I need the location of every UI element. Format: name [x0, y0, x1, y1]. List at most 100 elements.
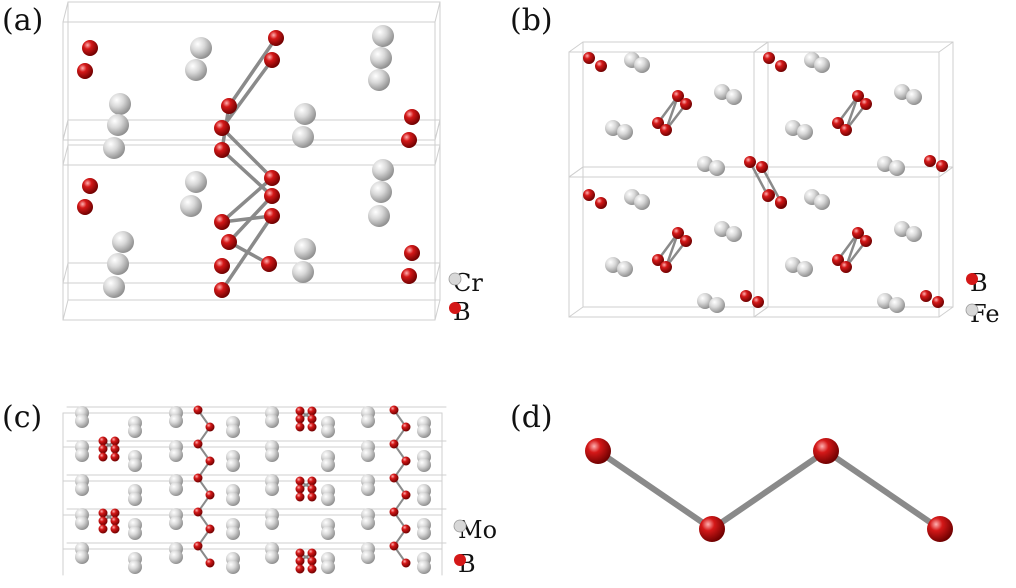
cr-atom-swatch: [448, 272, 462, 286]
boron-atom: [860, 98, 872, 110]
metal-atom: [417, 560, 431, 574]
metal-atom: [103, 137, 125, 159]
metal-atom: [361, 448, 375, 462]
boron-atom: [389, 473, 399, 483]
metal-atom: [797, 261, 813, 277]
metal-atom: [634, 57, 650, 73]
boron-atom: [927, 516, 953, 542]
boron-atom: [307, 492, 317, 502]
cell-edge: [62, 119, 69, 141]
boron-atom: [404, 245, 420, 261]
boron-atom: [389, 439, 399, 449]
metal-atom: [75, 414, 89, 428]
metal-atom: [294, 238, 316, 260]
metal-atom: [714, 221, 730, 237]
boron-atom: [744, 156, 756, 168]
metal-atom: [226, 560, 240, 574]
metal-atom: [180, 195, 202, 217]
legend-item-cr: Cr: [447, 271, 483, 295]
boron-atom: [680, 235, 692, 247]
metal-atom: [321, 458, 335, 472]
boron-atom: [295, 492, 305, 502]
metal-atom: [372, 25, 394, 47]
b-b-bond: [664, 94, 680, 132]
metal-atom: [75, 516, 89, 530]
cell-edge: [434, 144, 441, 166]
metal-atom: [617, 124, 633, 140]
cell-edge: [568, 41, 584, 53]
metal-atom: [894, 84, 910, 100]
b-b-bond: [220, 126, 274, 180]
boron-atom: [307, 476, 317, 486]
legend-item-fe: Fe: [964, 302, 1000, 326]
boron-atom: [261, 256, 277, 272]
cell-edge: [568, 166, 584, 178]
boron-atom: [110, 516, 120, 526]
boron-atom: [852, 90, 864, 102]
b-b-bond: [709, 448, 829, 532]
mo-atom-swatch: [453, 519, 467, 533]
cell-edge: [753, 306, 769, 318]
panel-d-label: (d): [510, 400, 553, 435]
cell-edge: [568, 306, 584, 318]
boron-atom: [762, 190, 774, 202]
boron-atom: [205, 422, 215, 432]
boron-atom: [214, 214, 230, 230]
b-b-bond: [227, 36, 278, 108]
boron-atom: [264, 170, 280, 186]
boron-atom: [98, 444, 108, 454]
metal-atom: [185, 171, 207, 193]
boron-atom: [205, 524, 215, 534]
b-atom-swatch: [966, 273, 978, 285]
metal-atom: [169, 550, 183, 564]
metal-atom: [75, 482, 89, 496]
metal-atom: [797, 124, 813, 140]
boron-atom: [98, 508, 108, 518]
metal-atom: [726, 226, 742, 242]
metal-atom: [169, 414, 183, 428]
boron-atom: [680, 98, 692, 110]
b-b-bond: [844, 231, 860, 269]
cell-edge: [938, 41, 954, 53]
panel-b: (b) B Fe: [505, 0, 1016, 340]
metal-atom: [265, 414, 279, 428]
cell-edge: [62, 144, 69, 166]
boron-atom: [389, 507, 399, 517]
boron-atom: [307, 548, 317, 558]
boron-atom: [82, 178, 98, 194]
metal-atom: [889, 297, 905, 313]
boron-atom: [295, 484, 305, 494]
feb-crystal-structure: [568, 41, 954, 318]
b-b-bond: [664, 231, 680, 269]
boron-atom: [214, 282, 230, 298]
b-atom-swatch: [449, 302, 461, 314]
boron-atom: [98, 436, 108, 446]
boron-atom: [98, 516, 108, 526]
panel-a-label: (a): [2, 3, 44, 38]
panel-c-label: (c): [2, 400, 43, 435]
metal-atom: [190, 37, 212, 59]
cell-edge: [434, 1, 441, 23]
metal-atom: [294, 103, 316, 125]
boron-atom: [295, 556, 305, 566]
boron-atom: [268, 30, 284, 46]
boron-atom: [813, 438, 839, 464]
metal-atom: [617, 261, 633, 277]
boron-atom: [752, 296, 764, 308]
metal-atom: [814, 57, 830, 73]
metal-atom: [417, 492, 431, 506]
metal-atom: [128, 458, 142, 472]
metal-atom: [109, 93, 131, 115]
boron-atom: [193, 405, 203, 415]
metal-atom: [226, 458, 240, 472]
boron-atom: [205, 558, 215, 568]
b-b-bond: [220, 214, 274, 224]
boron-atom: [932, 296, 944, 308]
boron-atom: [264, 52, 280, 68]
metal-atom: [321, 492, 335, 506]
boron-atom: [840, 261, 852, 273]
metal-atom: [128, 424, 142, 438]
panel-a: (a) Cr B: [0, 0, 500, 330]
boron-atom: [832, 117, 844, 129]
b-atom-swatch: [454, 554, 466, 566]
